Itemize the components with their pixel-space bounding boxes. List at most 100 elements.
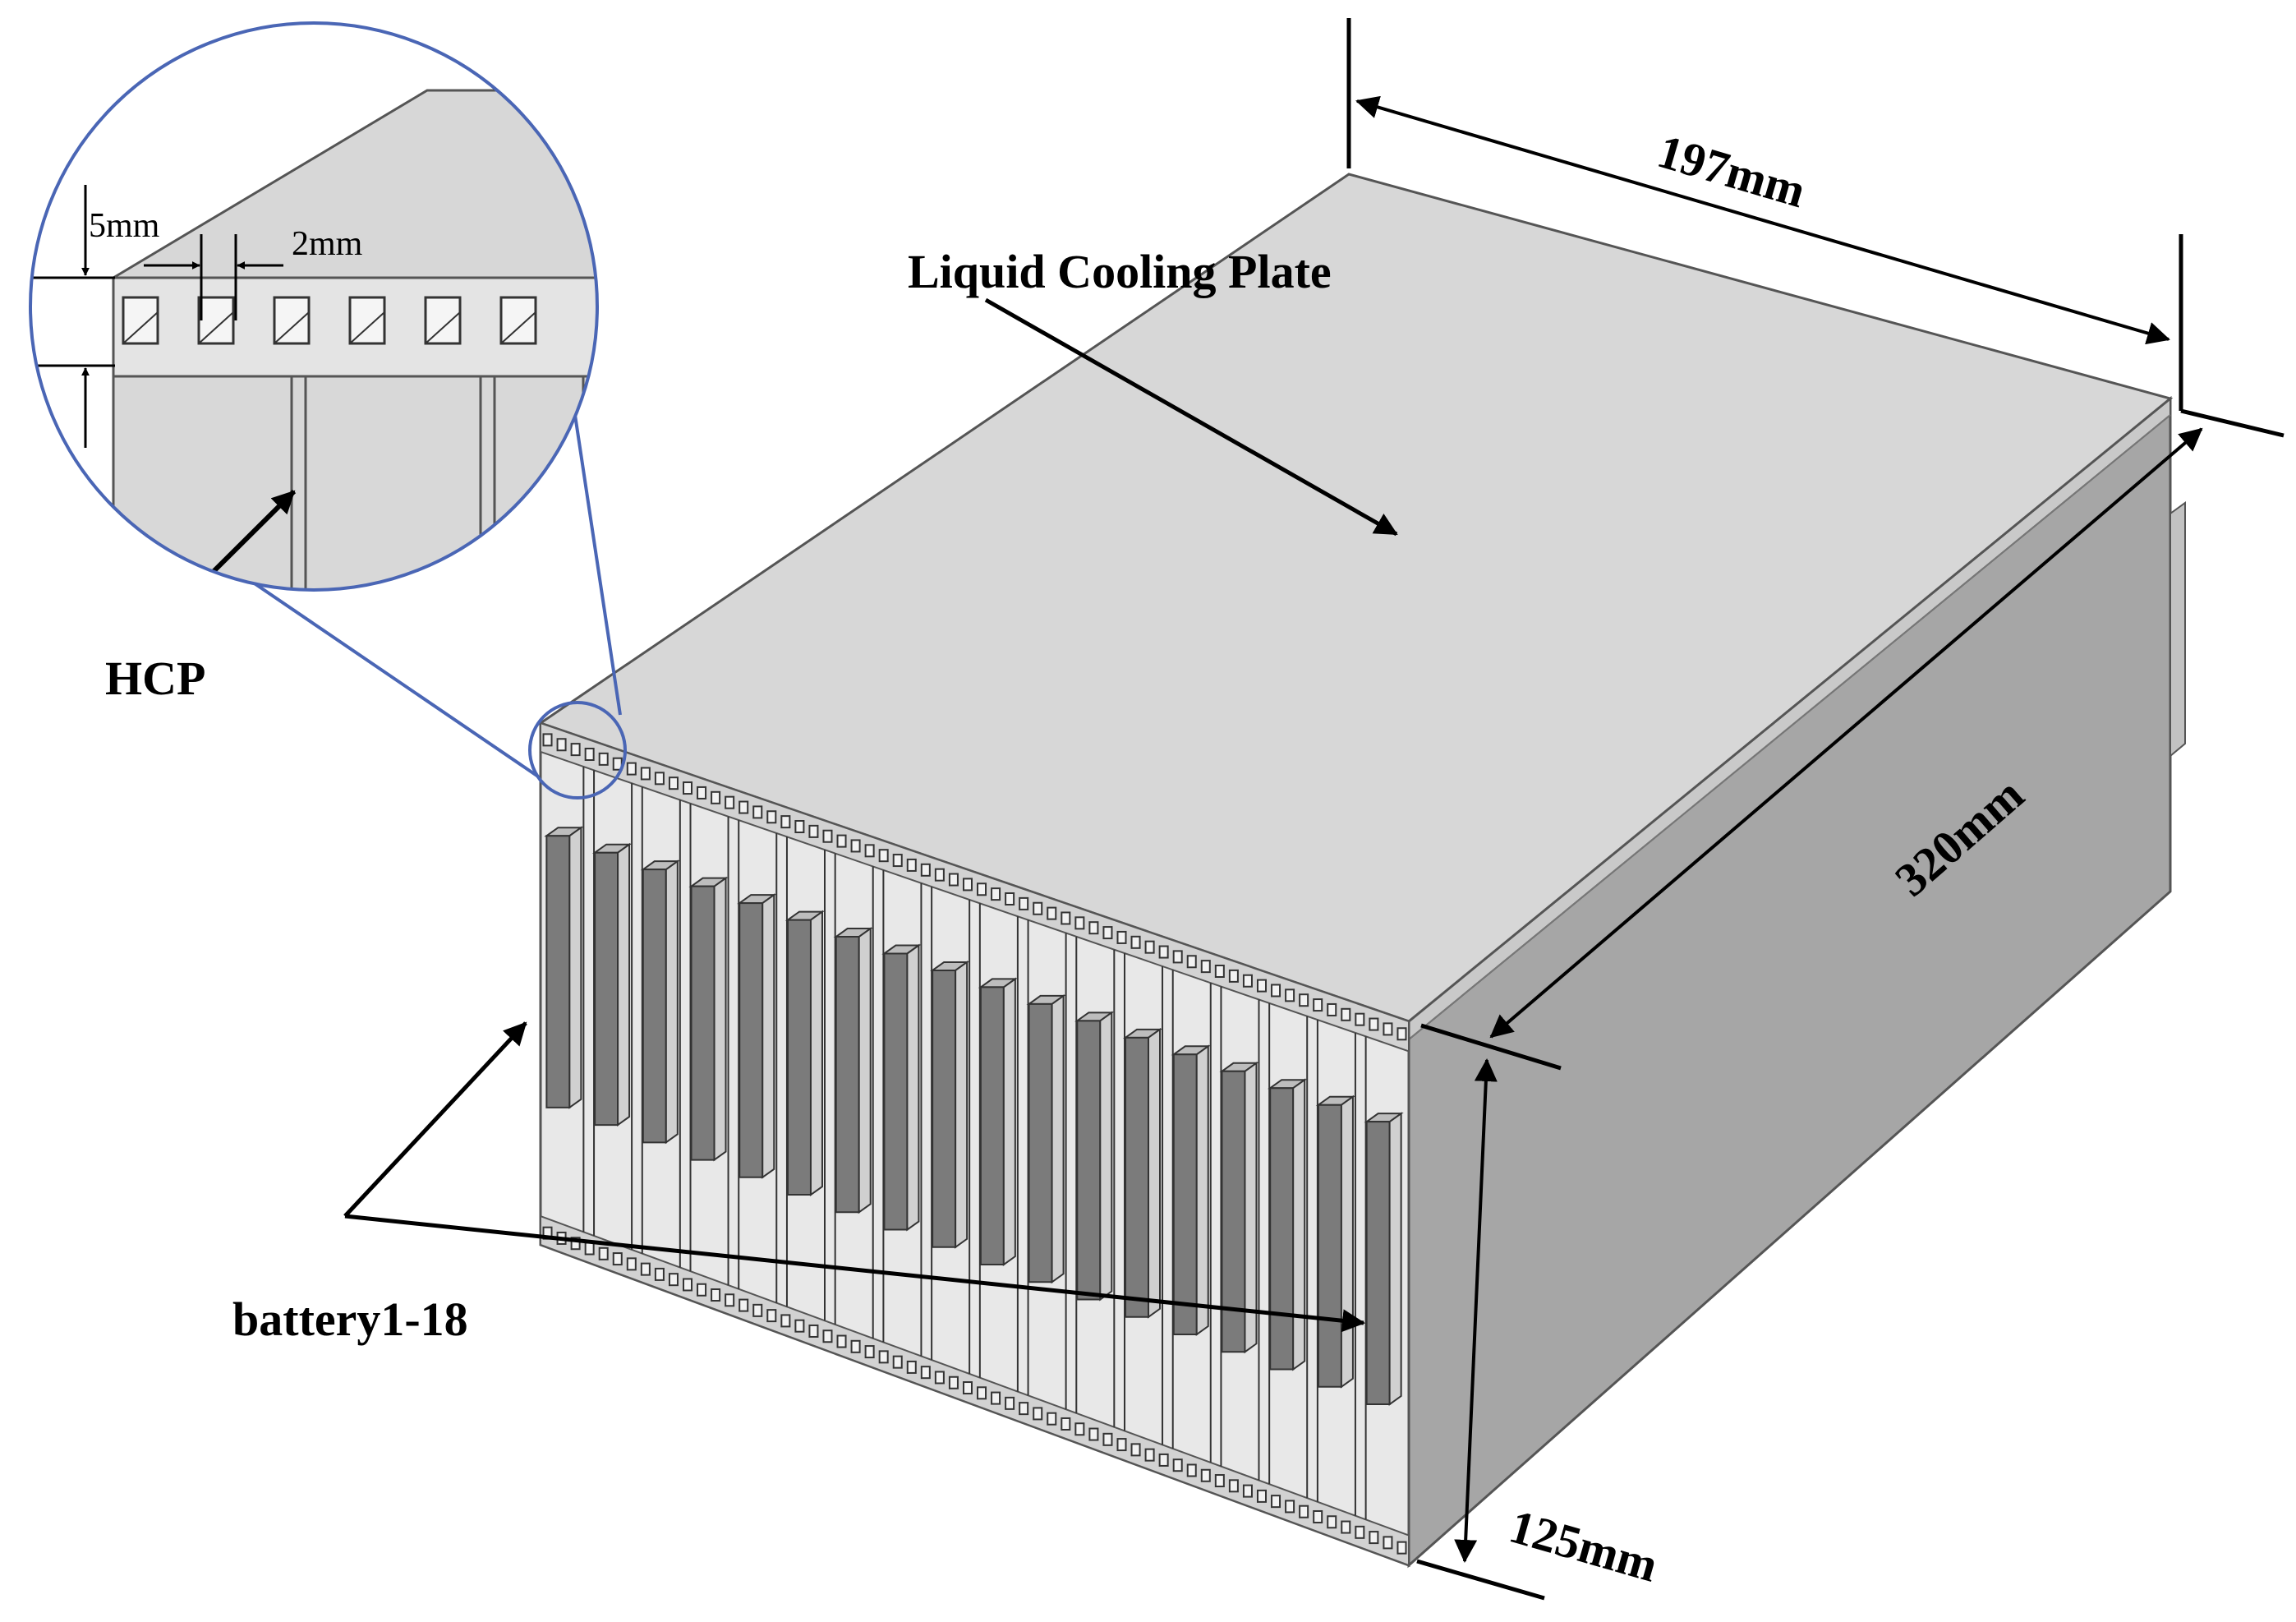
inset-channel-hole bbox=[348, 296, 386, 345]
channel-hole bbox=[822, 1329, 833, 1343]
channel-hole bbox=[1074, 916, 1085, 930]
channel-hole bbox=[1256, 1489, 1267, 1503]
channel-hole bbox=[668, 1273, 679, 1287]
top-channel-strip bbox=[540, 721, 1410, 1053]
channel-hole bbox=[1242, 974, 1253, 988]
channel-hole bbox=[1285, 1500, 1295, 1514]
battery-cell bbox=[1364, 1112, 1404, 1406]
channel-hole bbox=[948, 873, 959, 887]
channel-hole bbox=[934, 868, 945, 882]
inset-gap-label: 2mm bbox=[292, 225, 363, 263]
channel-hole bbox=[1116, 1438, 1127, 1452]
channel-hole bbox=[556, 738, 567, 752]
channel-hole bbox=[1313, 1509, 1323, 1523]
channel-hole bbox=[668, 776, 679, 790]
channel-hole bbox=[1313, 998, 1323, 1012]
channel-hole bbox=[711, 790, 721, 804]
channel-hole bbox=[1200, 960, 1211, 974]
channel-hole bbox=[626, 762, 637, 776]
channel-hole bbox=[683, 1278, 693, 1292]
channel-hole bbox=[584, 1242, 595, 1256]
channel-hole bbox=[1369, 1531, 1379, 1545]
battery-cell bbox=[640, 859, 680, 1145]
channel-hole bbox=[1271, 984, 1281, 998]
battery-cell bbox=[544, 826, 584, 1109]
channel-hole bbox=[1130, 935, 1141, 949]
channel-hole bbox=[878, 1350, 889, 1364]
channel-hole bbox=[920, 1366, 931, 1380]
inset-channel-hole bbox=[424, 296, 462, 345]
channel-hole bbox=[808, 1324, 819, 1338]
channel-hole bbox=[752, 1303, 763, 1317]
channel-hole bbox=[1047, 1412, 1057, 1426]
channel-hole bbox=[808, 824, 819, 838]
channel-hole bbox=[1214, 965, 1225, 979]
channel-hole bbox=[1061, 911, 1071, 925]
battery-cell bbox=[1122, 1027, 1163, 1319]
back-edge-slab bbox=[2169, 501, 2186, 758]
channel-hole bbox=[1214, 1474, 1225, 1488]
channel-hole bbox=[977, 1386, 987, 1400]
inset-height-label: 5mm bbox=[89, 207, 160, 245]
channel-hole bbox=[1369, 1017, 1379, 1031]
channel-hole bbox=[794, 819, 805, 833]
channel-hole bbox=[683, 781, 693, 795]
channel-hole bbox=[738, 1298, 749, 1312]
channel-hole bbox=[962, 1381, 973, 1395]
battery-callout: battery1-18 bbox=[232, 1021, 1365, 1346]
channel-hole bbox=[752, 805, 763, 819]
channel-hole bbox=[654, 1267, 665, 1281]
battery-cell bbox=[737, 893, 777, 1179]
channel-hole bbox=[1144, 1448, 1155, 1462]
channel-hole bbox=[1102, 926, 1113, 940]
channel-hole bbox=[1383, 1022, 1393, 1036]
battery-cell bbox=[1026, 993, 1066, 1284]
channel-hole bbox=[1396, 1541, 1407, 1555]
channel-hole bbox=[1256, 979, 1267, 993]
channel-hole bbox=[1158, 945, 1169, 959]
channel-hole bbox=[584, 747, 595, 761]
width-dim-label: 197mm bbox=[1652, 124, 1812, 218]
inset-channel-hole bbox=[122, 296, 159, 345]
channel-hole bbox=[1341, 1520, 1351, 1534]
cooling-plate-label: Liquid Cooling Plate bbox=[908, 245, 1332, 298]
channel-hole bbox=[1228, 1479, 1239, 1493]
channel-hole bbox=[1033, 901, 1043, 915]
channel-hole bbox=[570, 743, 581, 757]
channel-hole bbox=[822, 829, 833, 843]
channel-hole bbox=[1019, 896, 1029, 910]
channel-hole bbox=[1172, 950, 1183, 964]
battery-cell bbox=[1268, 1078, 1308, 1371]
channel-hole bbox=[1383, 1536, 1393, 1550]
channel-hole bbox=[1327, 1002, 1337, 1016]
channel-hole bbox=[1271, 1495, 1281, 1509]
channel-hole bbox=[934, 1371, 945, 1385]
channel-hole bbox=[1047, 906, 1057, 920]
channel-hole bbox=[836, 1334, 847, 1348]
channel-hole bbox=[1327, 1515, 1337, 1529]
channel-hole bbox=[1200, 1468, 1211, 1482]
channel-hole bbox=[991, 887, 1001, 901]
battery-cell bbox=[785, 910, 826, 1196]
channel-hole bbox=[1019, 1402, 1029, 1416]
channel-hole bbox=[1186, 1463, 1197, 1477]
battery-cell bbox=[688, 876, 729, 1162]
battery-cell bbox=[881, 943, 922, 1232]
channel-hole bbox=[878, 849, 889, 863]
channel-hole bbox=[570, 1237, 581, 1251]
channel-hole bbox=[906, 1360, 917, 1374]
channel-hole bbox=[892, 1355, 903, 1369]
channel-hole bbox=[780, 815, 791, 829]
channel-strips bbox=[540, 721, 1410, 1567]
channel-hole bbox=[1005, 892, 1015, 906]
channel-hole bbox=[697, 786, 707, 799]
channel-hole bbox=[1285, 988, 1295, 1002]
inset-channel-hole bbox=[197, 296, 235, 345]
channel-hole bbox=[1144, 940, 1155, 954]
battery-cell bbox=[591, 842, 633, 1127]
channel-hole bbox=[711, 1288, 721, 1302]
channel-hole bbox=[948, 1375, 959, 1389]
channel-hole bbox=[1186, 955, 1197, 969]
channel-hole bbox=[1396, 1027, 1407, 1041]
